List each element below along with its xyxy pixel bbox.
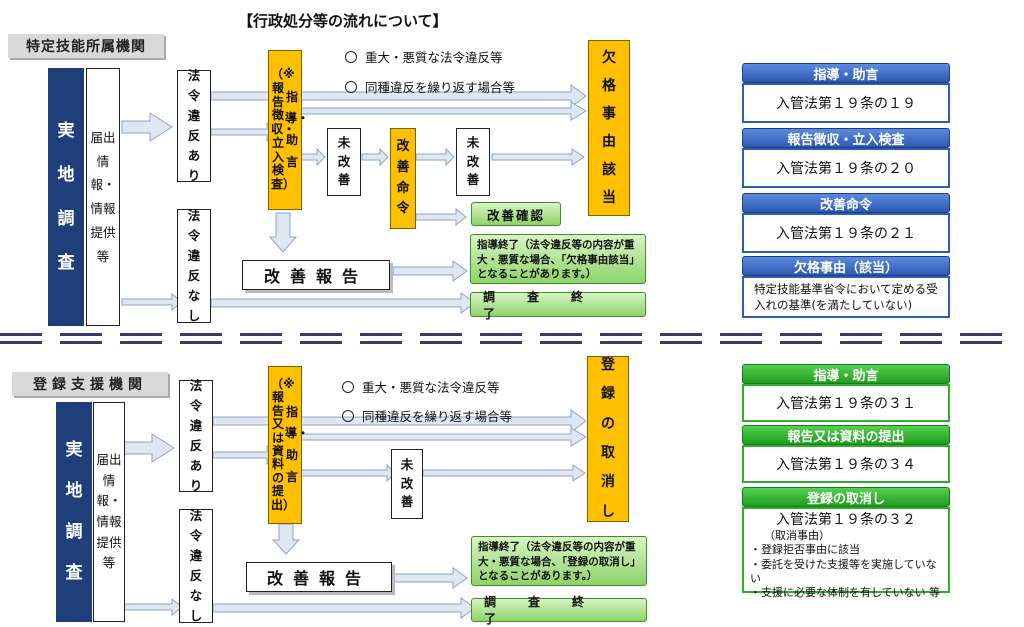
side-top-0-head: 指導・助言 [742,63,950,83]
side-bottom-1-head: 報告又は資料の提出 [742,425,950,445]
top-report-source: 届出情報・情報提供等 [86,68,120,326]
arrow-b-guidance-to-revoke [298,427,587,447]
side-bottom-0-head: 指導・助言 [742,364,950,384]
circle-icon [345,80,357,93]
top-violation-yes: 法令違反あり [177,68,211,183]
bottom-investigation: 実地調査 [56,402,92,622]
arrow-notimp-to-order [361,147,389,167]
arrow-b-guidance-to-notimp [298,463,396,483]
bottom-revoke: 登録の取消し [587,356,629,522]
top-note-1: 重大・悪質な法令違反等 [345,47,503,66]
side-top-1-head: 報告徴収・立入検査 [742,128,950,148]
bottom-guidance-label: 指導・助言 [285,404,310,484]
side-bottom-2-reason-0: ・登録拒否事由に該当 [750,543,860,557]
page-title: 【行政処分等の流れについて】 [238,12,448,30]
top-improvement-check: 改善確認 [471,202,561,226]
top-investigation: 実地調査 [48,68,84,326]
arrow-b-guidance-down [271,523,301,555]
circle-icon [342,409,354,422]
top-violation-no: 法令違反なし [177,208,211,323]
bottom-flow-arrows [123,409,587,619]
side-bottom-2-body: 入管法第１９条の３２ （取消事由） ・登録拒否事由に該当 ・委託を受けた支援等を… [742,507,950,599]
bottom-report-source: 届出情報・情報提供等 [93,402,125,622]
bottom-guidance-note: （※報告又は資料の提出） [271,376,296,512]
top-improvement-order: 改善命令 [390,128,416,229]
top-improvement-report: 改善報告 [242,260,390,290]
arrow-guidance-down [268,212,298,253]
section-separator [0,333,1010,345]
side-top-0-body: 入管法第１９条の１９ [742,83,950,123]
arrow-b-no-to-end [212,597,476,619]
side-bottom-2-reason-2: ・支援に必要な体制を有していない 等 [750,586,941,600]
side-top-2-head: 改善命令 [742,193,950,213]
top-guidance-end: 指導終了（法令違反等の内容が重大・悪質な場合、「欠格事由該当」となることがありま… [470,234,646,284]
bottom-improvement-report: 改善報告 [246,562,392,592]
arrow-no-to-end [210,292,476,314]
top-not-improved-1: 未改善 [327,128,361,196]
top-investigation-end: 調査終了 [470,290,646,321]
top-guidance: （※報告徴収・立入検査） 指導・助言 [268,50,309,210]
side-bottom-2-reason-1: ・委託を受けた支援等を実施していない [750,557,937,586]
bottom-org-label: 登録支援機関 [12,372,168,396]
top-org-label: 特定技能所属機関 [8,34,164,58]
bottom-note-1: 重大・悪質な法令違反等 [342,377,500,396]
arrow-guidance-to-disq [298,101,587,121]
top-disqualify: 欠格事由該当 [588,40,630,216]
side-top-2-body: 入管法第１９条の２１ [742,213,950,253]
side-top-3-head: 欠格事由（該当） [742,256,950,276]
bottom-violation-yes: 法令違反あり [179,378,213,493]
circle-icon [342,380,354,393]
arrow-order-to-check [415,207,467,227]
arrow-b-report-to-end [392,567,468,589]
arrow-b-notimp-to-revoke [422,464,586,482]
arrow-notimp2-to-disq [491,148,585,166]
bottom-guidance-end: 指導終了（法令違反等の内容が重大・悪質な場合、「登録の取消し」となることがありま… [471,536,647,586]
bottom-note-2: 同種違反を繰り返す場合等 [342,406,512,425]
side-bottom-2-reason-title: （取消事由） [764,529,830,543]
side-top-1-body: 入管法第１９条の２０ [742,148,950,188]
bottom-violation-no: 法令違反なし [179,508,213,623]
arrow-b-source-to-yes [123,433,175,463]
top-investigation-end-text: 調査終了 [483,289,616,321]
arrow-source-to-yes [121,112,173,142]
top-note-2: 同種違反を繰り返す場合等 [345,77,515,96]
side-bottom-0-body: 入管法第１９条の３１ [742,384,950,422]
top-not-improved-2: 未改善 [456,128,490,196]
arrow-order-to-notimp2 [415,147,455,167]
side-top-3-body: 特定技能基準省令において定める受入れの基準(を満たしていない) [742,276,950,318]
bottom-guidance: （※報告又は資料の提出） 指導・助言 [268,366,310,524]
circle-icon [345,50,357,63]
arrow-report-to-end [392,260,468,282]
bottom-investigation-end: 調査終了 [471,595,647,626]
bottom-investigation-end-text: 調査終了 [484,595,617,626]
arrow-b-source-to-no [123,597,183,617]
side-bottom-1-body: 入管法第１９条の３４ [742,445,950,483]
bottom-not-improved: 未改善 [391,449,423,519]
top-flow-arrows [121,84,587,314]
side-bottom-2-law: 入管法第１９条の３２ [776,512,916,528]
arrow-guidance-to-notimp [298,147,326,167]
side-bottom-2-head: 登録の取消し [742,487,950,507]
